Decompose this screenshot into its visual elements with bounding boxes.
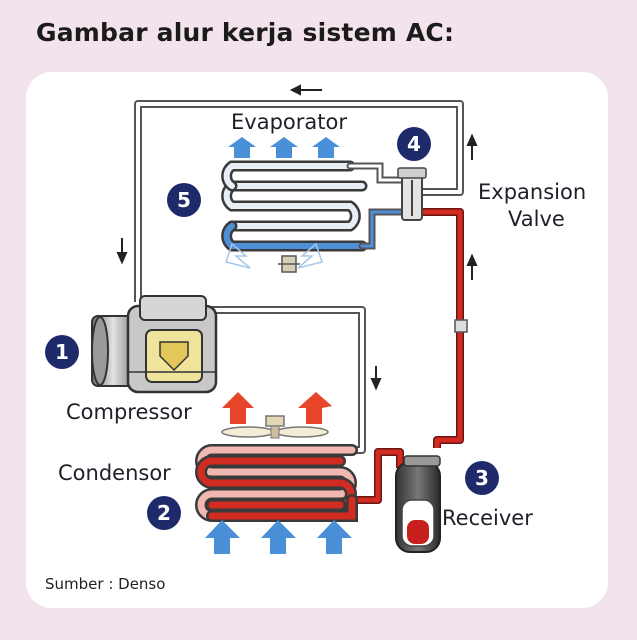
receiver — [395, 455, 441, 553]
evaporator-coil — [221, 160, 406, 252]
condenser-coil — [195, 444, 358, 522]
compressor — [91, 295, 218, 394]
flow-arrows — [116, 84, 478, 391]
condenser-fan-icon — [221, 415, 329, 439]
badge-receiver: 3 — [465, 461, 499, 495]
badge-evaporator: 5 — [167, 183, 201, 217]
expansion-valve-label-line2: Valve — [508, 207, 565, 231]
page-title: Gambar alur kerja sistem AC: — [36, 18, 455, 47]
badge-expansion-valve: 4 — [397, 127, 431, 161]
evaporator-label: Evaporator — [231, 110, 347, 134]
source-credit: Sumber : Denso — [45, 575, 166, 593]
liquid-line-fitting — [454, 319, 468, 333]
svg-text:4: 4 — [407, 132, 421, 156]
suction-line — [134, 100, 464, 302]
hot-air-arrows — [222, 392, 332, 424]
svg-text:3: 3 — [475, 466, 489, 490]
badge-condensor: 2 — [147, 496, 181, 530]
intake-air-arrows — [225, 242, 323, 269]
cool-air-arrows — [228, 137, 340, 158]
svg-text:5: 5 — [177, 188, 191, 212]
badge-compressor: 1 — [45, 335, 79, 369]
condensor-label: Condensor — [58, 461, 171, 485]
compressor-label: Compressor — [66, 400, 192, 424]
evaporator-blower-icon — [278, 255, 300, 273]
receiver-label: Receiver — [442, 506, 533, 530]
svg-text:2: 2 — [157, 501, 171, 525]
svg-text:1: 1 — [55, 340, 69, 364]
expansion-valve-label-line1: Expansion — [478, 180, 587, 204]
expansion-valve — [397, 167, 427, 221]
liquid-line — [352, 208, 464, 504]
incoming-air-arrows — [205, 520, 352, 554]
